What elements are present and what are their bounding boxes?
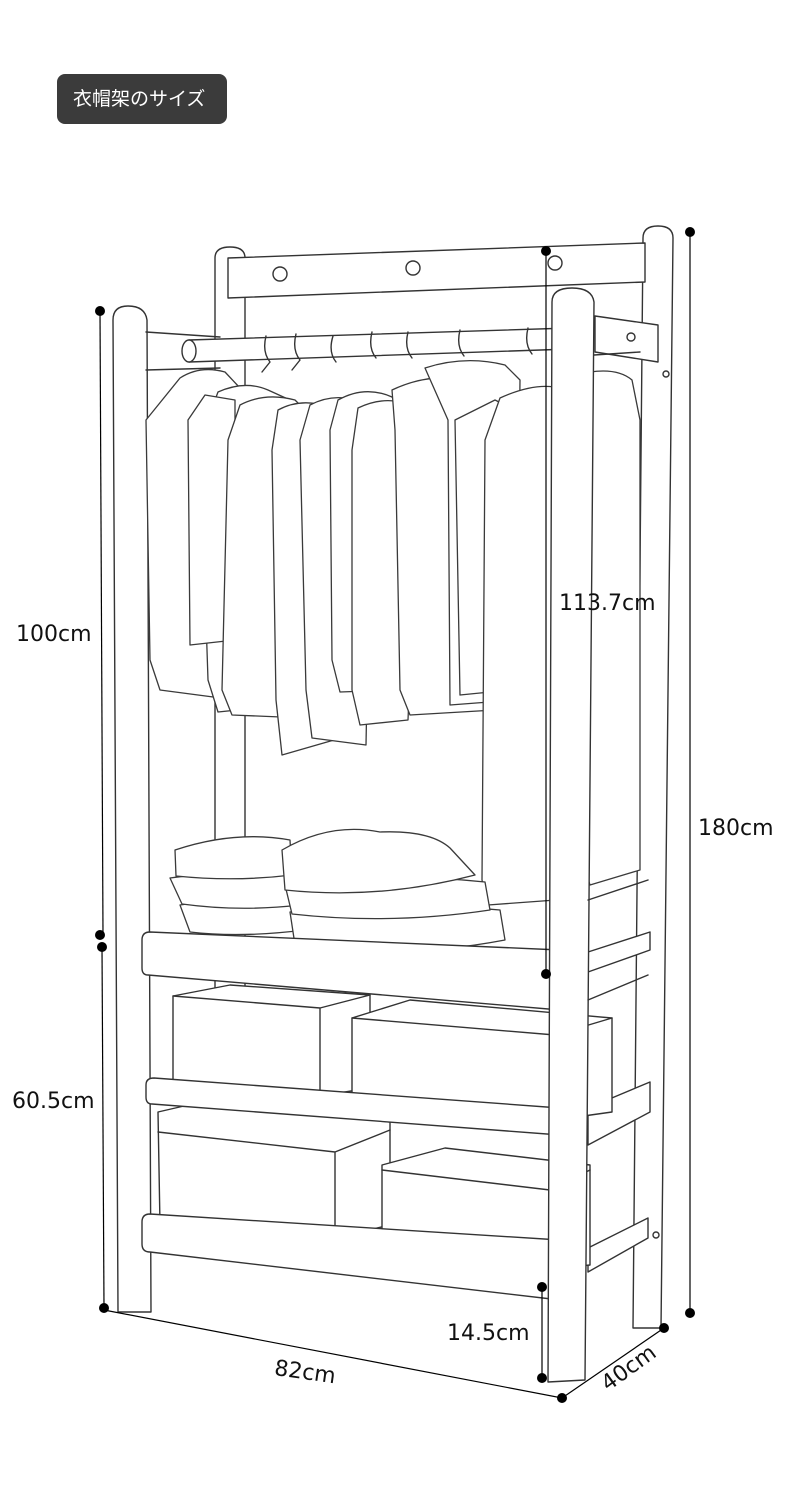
screw-hole [662, 370, 670, 378]
dimension-dot [541, 246, 551, 256]
dimension-label-bottom-clearance: 14.5cm [447, 1321, 530, 1346]
title-badge: 衣帽架のサイズ [57, 74, 227, 124]
dimension-line-40 [561, 1327, 665, 1399]
folded-clothes [169, 828, 506, 953]
dimension-dot [97, 942, 107, 952]
dimension-lines [95, 227, 695, 1403]
back-right-rails [587, 931, 660, 1273]
dimension-dot [685, 1308, 695, 1318]
dimension-dot [95, 306, 105, 316]
dimension-label-rail-height: 113.7cm [559, 591, 656, 616]
screw-hole [626, 332, 636, 342]
dimension-label-upper-height: 100cm [16, 622, 92, 647]
hook-peg [272, 266, 288, 282]
dimension-label-lower-height: 60.5cm [12, 1089, 95, 1114]
title-text: 衣帽架のサイズ [73, 88, 206, 110]
hook-peg [405, 260, 421, 276]
dimension-dot [537, 1282, 547, 1292]
dimension-line-82 [103, 1309, 563, 1399]
side-left-rail [145, 331, 221, 371]
dimension-dot [685, 227, 695, 237]
side-right-rail [587, 351, 649, 1001]
dimension-line-60-5 [101, 946, 105, 1309]
front-right-post [547, 287, 595, 1383]
box [172, 984, 371, 1097]
side-top-rail [594, 315, 659, 363]
front-left-post [112, 305, 152, 1313]
dimension-dot [659, 1323, 669, 1333]
hanging-clothes [145, 327, 641, 906]
hook-peg [547, 255, 563, 271]
dimension-dot [99, 1303, 109, 1313]
dimension-dot [557, 1393, 567, 1403]
back-right-post [632, 225, 674, 1329]
dimension-label-total-height: 180cm [698, 816, 774, 841]
top-crossbar [227, 242, 646, 299]
dimension-line-100 [99, 310, 104, 936]
dimension-dot [537, 1373, 547, 1383]
dimension-dot [95, 930, 105, 940]
dimension-dot [541, 969, 551, 979]
shelves [141, 931, 561, 1301]
